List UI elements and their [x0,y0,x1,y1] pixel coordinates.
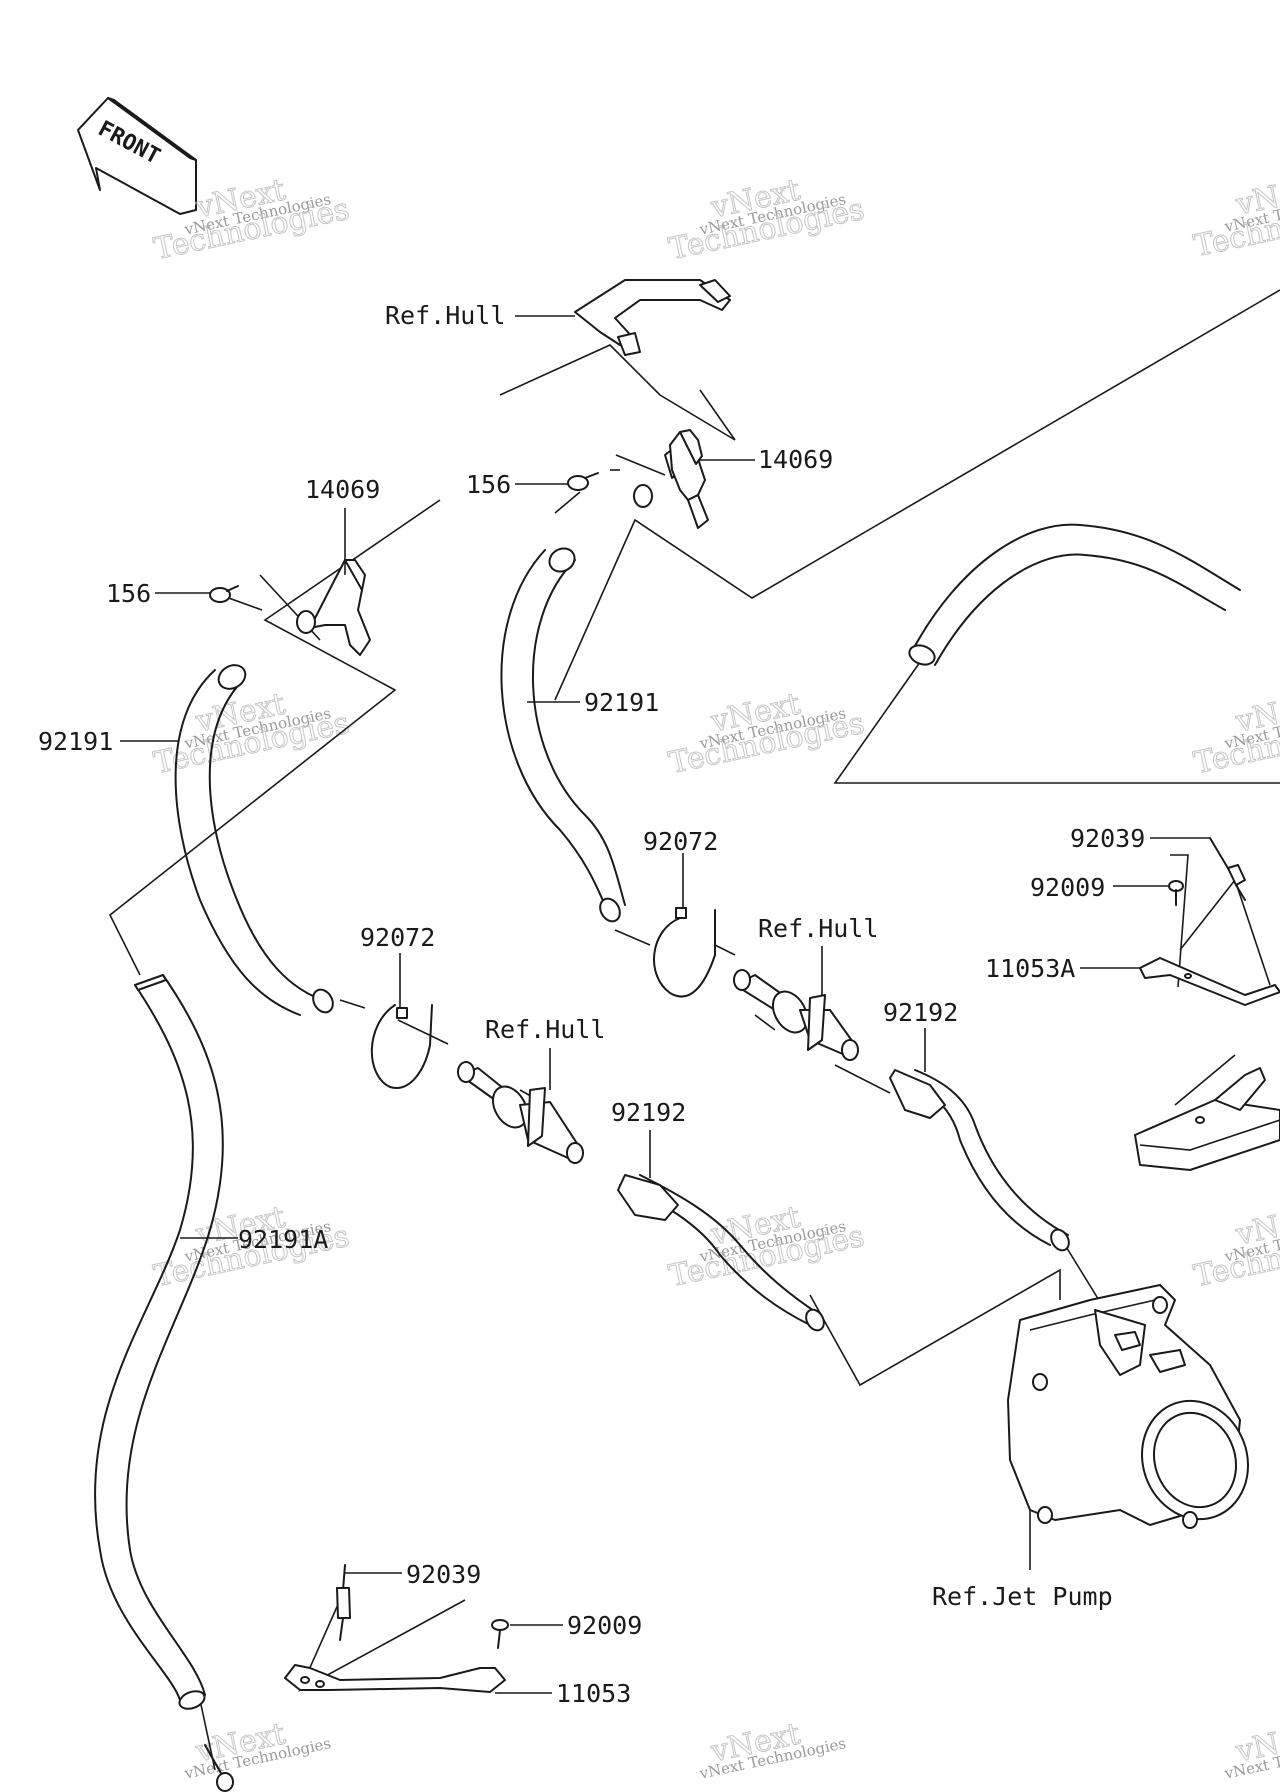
watermark: vNext vNext Technologies Technologies [1190,169,1280,265]
label-92191-mid: 92191 [584,688,659,717]
hose-92191A [94,974,234,1792]
hose-92192-right [889,1069,1070,1252]
assembly-lines [108,289,1280,1771]
part-labels: Ref.Hull 14069 14069 156 156 92191 92191… [38,301,1145,1708]
label-ref-hull-left: Ref.Hull [485,1015,605,1044]
label-156-left: 156 [106,579,151,608]
label-92192-left: 92192 [611,1098,686,1127]
watermark: vNext vNext Technologies Technologies [665,686,867,782]
bracket-11053 [284,1664,506,1693]
hull-fitting-right [733,969,859,1061]
hose-92191-mid [500,547,626,923]
watermark: vNext vNext Technologies [182,1716,332,1783]
front-arrow-icon: FRONT [77,97,197,215]
clamp-92072-mid [653,907,716,998]
hull-fitting-left [457,1061,584,1164]
leader-lines [120,315,1210,1694]
jet-pump [1007,1284,1249,1529]
label-ref-hull-right: Ref.Hull [758,914,878,943]
label-ref-jet-pump: Ref.Jet Pump [932,1582,1113,1611]
fitting-14069-right [633,429,709,529]
watermark: vNext vNext Technologies Technologies [1190,1199,1280,1295]
screw-92009-bottom [491,1619,509,1649]
fitting-14069-left [296,559,371,656]
screw-156-mid [567,472,599,491]
label-92192-right: 92192 [883,998,958,1027]
label-92072-left: 92072 [360,923,435,952]
label-92072-mid: 92072 [643,827,718,856]
label-92191A: 92191A [238,1225,328,1254]
label-14069-left: 14069 [305,475,380,504]
watermark: vNext vNext Technologies [1222,1716,1280,1783]
screw-156-left [209,585,239,603]
hose-92191-left [174,664,334,1016]
rivet-92039-right [1209,837,1246,901]
label-92009-right: 92009 [1030,873,1105,902]
hose-large-upper-right [908,523,1241,666]
rivet-92039-bottom [336,1564,351,1641]
label-14069-right: 14069 [758,445,833,474]
screw-92009-right [1168,880,1184,906]
label-92039-bottom: 92039 [406,1560,481,1589]
label-156-mid: 156 [466,470,511,499]
label-11053A: 11053A [985,954,1075,983]
watermark: vNext vNext Technologies [697,1716,847,1783]
watermark: vNext vNext Technologies Technologies [665,172,867,268]
label-92191-left: 92191 [38,727,113,756]
label-ref-hull-top: Ref.Hull [385,301,505,330]
watermarks: vNext vNext Technologies Technologies vN… [150,169,1280,1783]
sensor-box-right [1134,1067,1280,1171]
watermark: vNext vNext Technologies Technologies [1190,686,1280,782]
hose-92192-left [617,1174,825,1332]
label-92009-bottom: 92009 [567,1611,642,1640]
label-11053: 11053 [556,1679,631,1708]
ref-hull-bracket-top [574,279,731,356]
bracket-11053A [1139,957,1280,1006]
label-92039-right: 92039 [1070,824,1145,853]
clamp-92072-left [370,1004,433,1089]
